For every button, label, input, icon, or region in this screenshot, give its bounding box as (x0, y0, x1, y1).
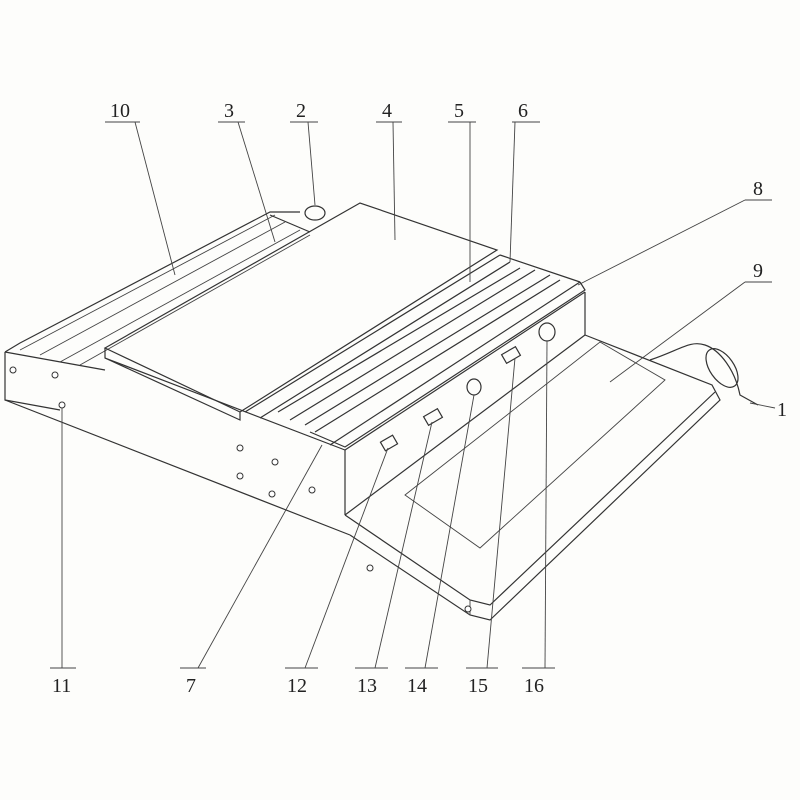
switch-13 (422, 407, 444, 427)
label-12: 12 (287, 675, 307, 697)
label-7: 7 (186, 675, 196, 697)
part-labels: 10 3 2 4 5 6 8 9 1 11 7 12 13 14 15 16 (52, 100, 787, 697)
label-4: 4 (382, 100, 392, 122)
label-9: 9 (753, 260, 763, 282)
switch-15 (500, 345, 522, 365)
label-13: 13 (357, 675, 377, 697)
knob-16 (538, 322, 556, 342)
plug-icon (705, 348, 739, 388)
label-5: 5 (454, 100, 464, 122)
machine-outline (4, 202, 759, 621)
label-8: 8 (753, 178, 763, 200)
leader-lines (50, 121, 776, 669)
label-16: 16 (524, 675, 544, 697)
knob-14 (466, 378, 482, 396)
roller-knob-2 (304, 205, 326, 221)
label-10: 10 (110, 100, 130, 122)
label-1: 1 (777, 399, 787, 421)
label-2: 2 (296, 100, 306, 122)
label-15: 15 (468, 675, 488, 697)
label-11: 11 (52, 675, 71, 697)
switch-12 (379, 434, 399, 452)
label-6: 6 (518, 100, 528, 122)
label-3: 3 (224, 100, 234, 122)
label-14: 14 (407, 675, 427, 697)
